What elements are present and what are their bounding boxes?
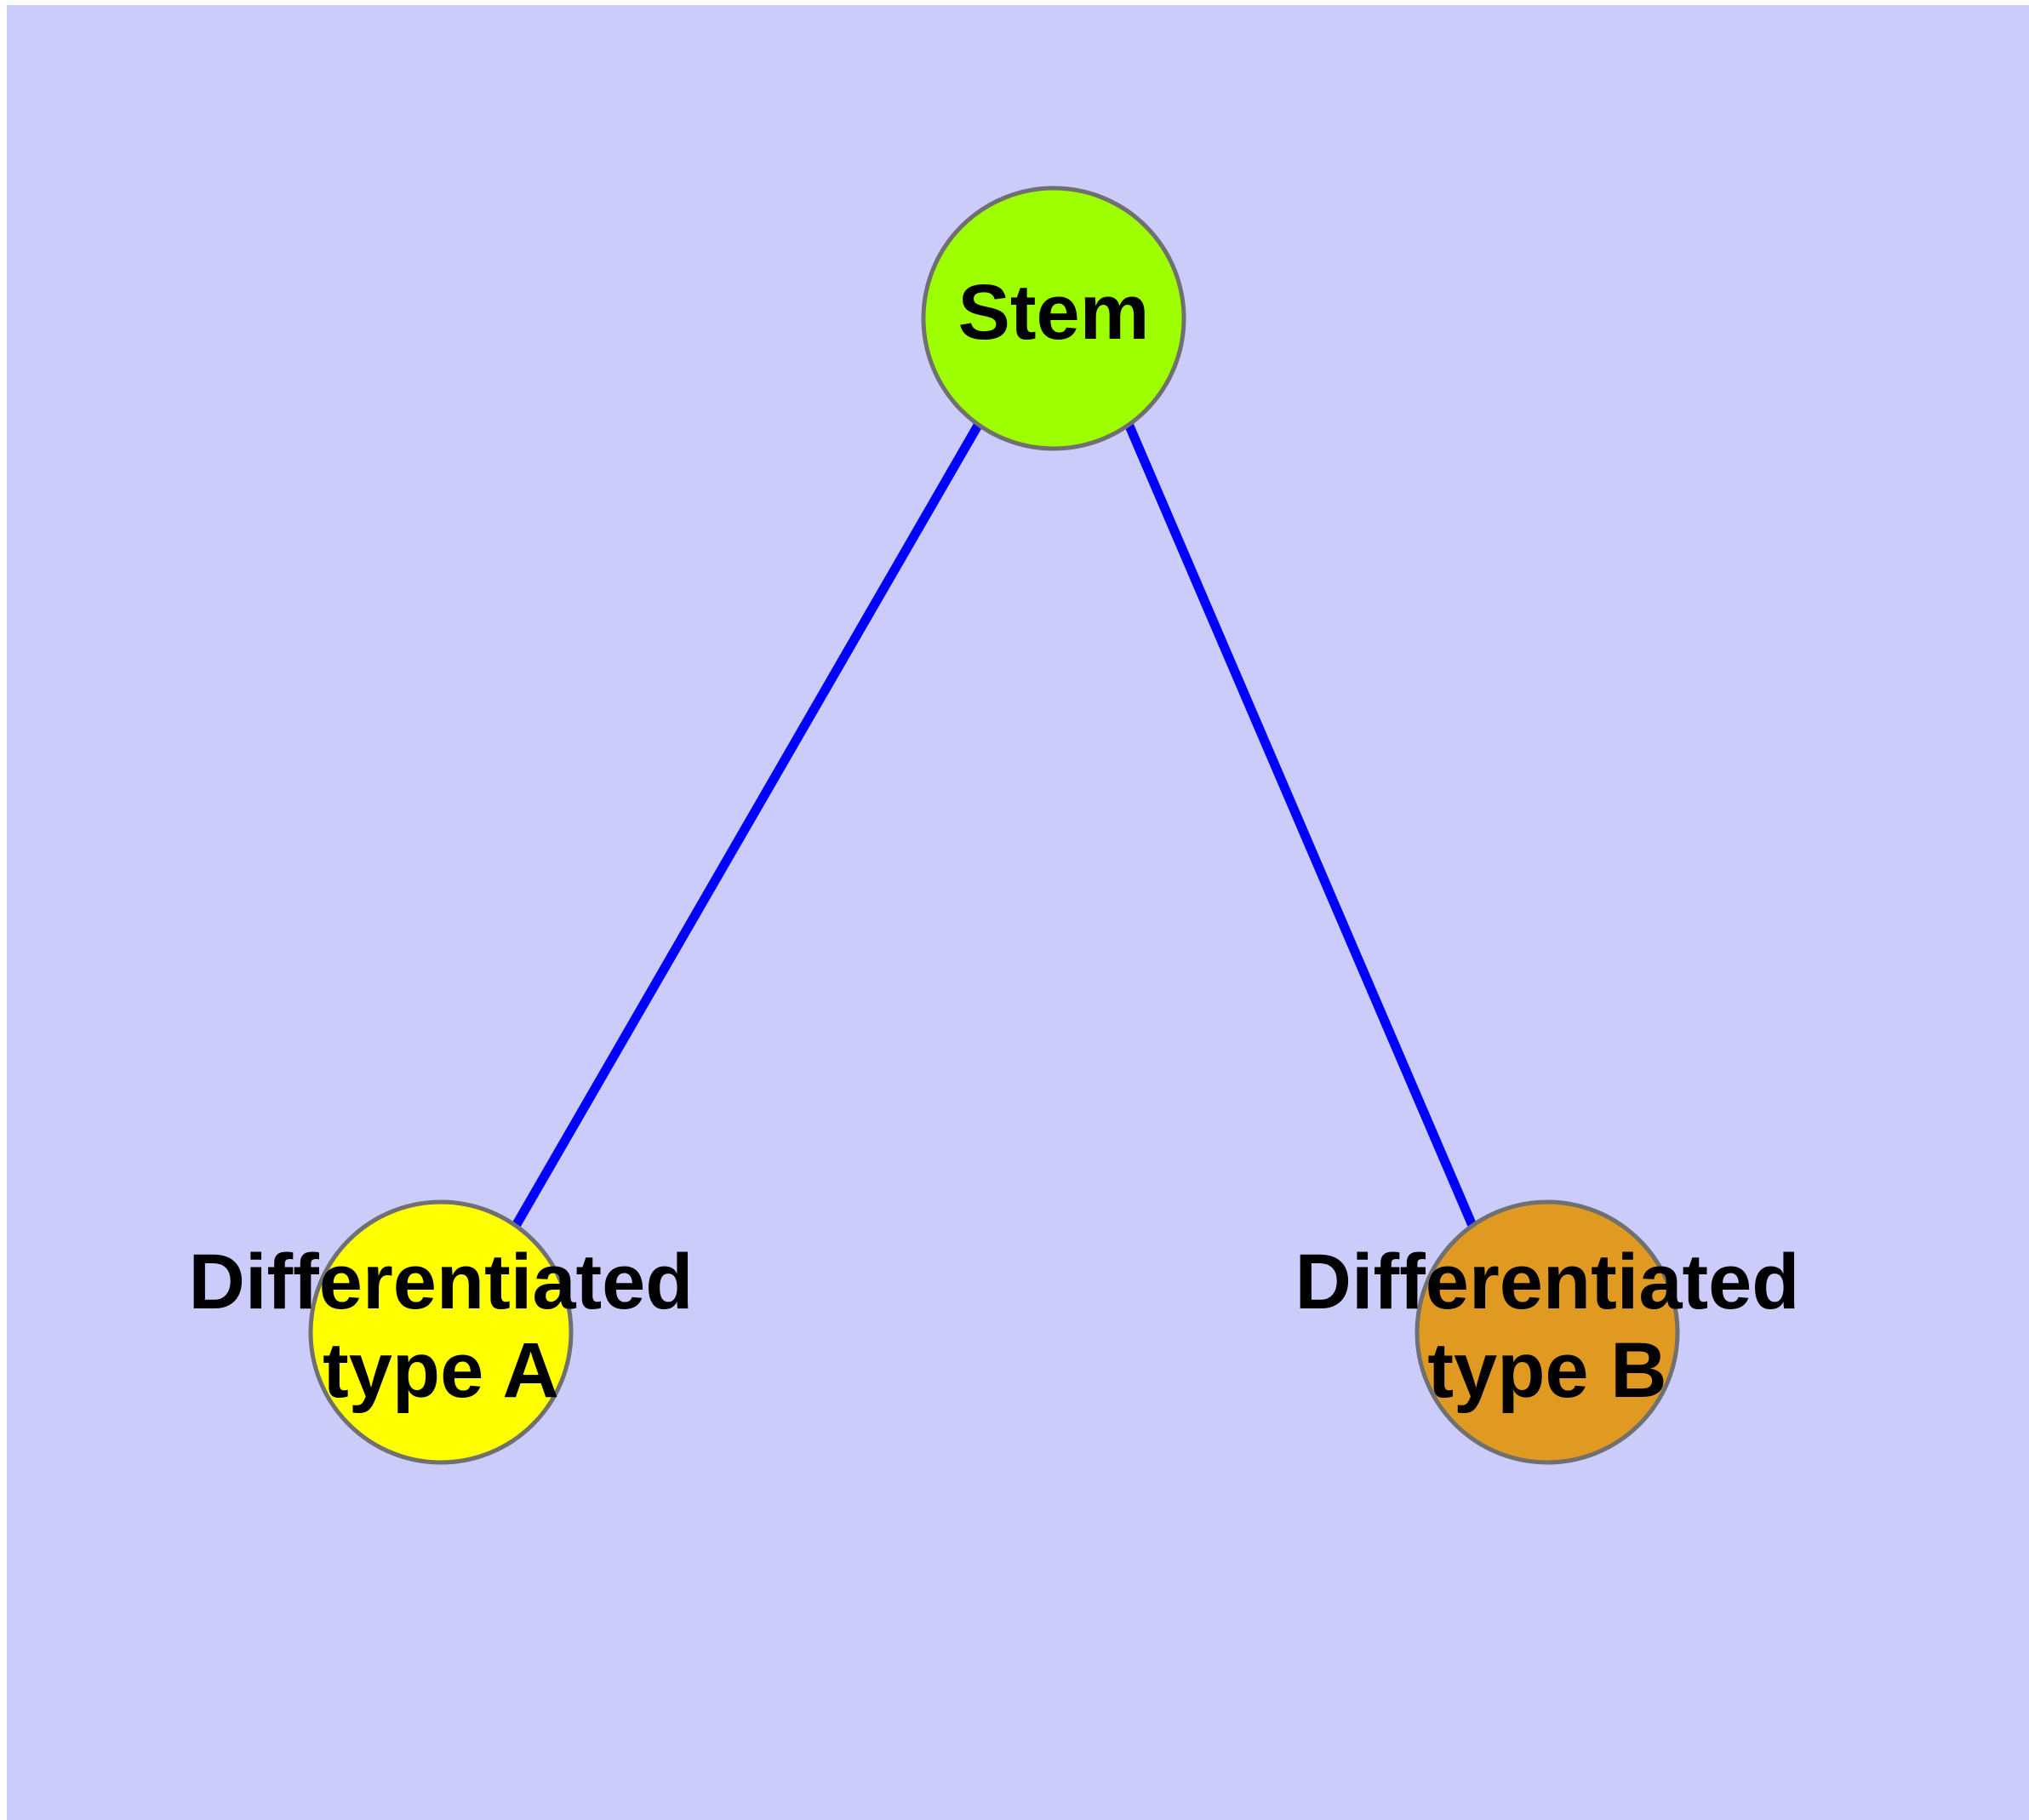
nodes-layer [308,186,1680,1465]
node-label-differentiated-type-b-line-1: Differentiated [1295,1239,1800,1325]
node-differentiated-type-a[interactable] [308,1199,574,1465]
node-label-differentiated-type-a-line-2: type A [323,1327,559,1414]
node-label-differentiated-type-b-line-2: type B [1427,1327,1666,1414]
edge-stem-to-differentiated-type-b [1123,421,1478,1230]
node-label-stem: Stem [958,269,1150,356]
node-label-differentiated-type-a-line-1: Differentiated [189,1239,694,1325]
edge-stem-to-differentiated-type-a [512,421,983,1228]
node-differentiated-type-b[interactable] [1415,1199,1680,1465]
node-stem[interactable] [921,186,1186,451]
node-label-stem-line-1: Stem [958,269,1150,356]
edges-layer [512,421,1478,1230]
